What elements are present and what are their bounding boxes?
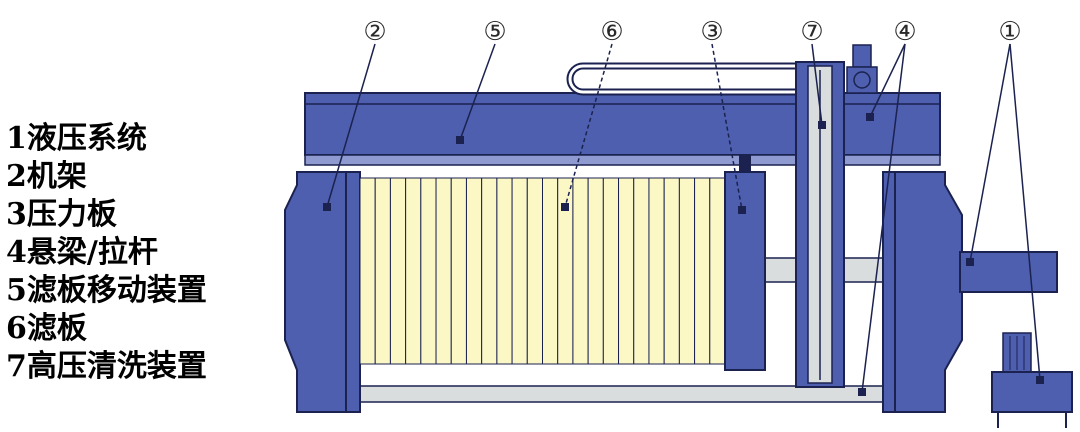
callout-5: ⑤ — [483, 17, 506, 47]
legend-item-hydraulic-system: 1液压系统 — [6, 121, 147, 156]
component-legend: 1液压系统 2机架 3压力板 4悬梁/拉杆 5滤板移动装置 6滤板 7高压清洗装… — [6, 120, 276, 386]
filter-plate — [465, 177, 483, 365]
filter-plate — [511, 177, 528, 365]
callout-4: ④ — [893, 17, 916, 47]
callout-3: ③ — [700, 17, 723, 47]
callout-2: ② — [363, 17, 386, 47]
filter-plate — [450, 177, 467, 365]
pressure-plate — [724, 171, 766, 371]
top-beam-underside — [304, 154, 941, 166]
callout-6: ⑥ — [600, 17, 623, 47]
legend-item-pressure-plate: 3压力板 — [6, 197, 117, 232]
filter-plate-stack — [359, 177, 726, 365]
hydraulic-station-tank — [991, 371, 1073, 413]
leader-lines — [326, 43, 1041, 393]
filter-plate — [435, 177, 452, 365]
filter-plate — [678, 177, 696, 365]
callout-1: ① — [998, 17, 1021, 47]
filter-plate — [633, 177, 650, 365]
filter-plate — [572, 177, 589, 365]
filter-plate — [496, 177, 513, 365]
left-end-frame — [284, 171, 349, 413]
filter-plate — [481, 177, 498, 365]
legend-item-filter-plates: 6滤板 — [6, 311, 87, 346]
legend-item-frame: 2机架 — [6, 159, 87, 194]
filter-plate — [359, 177, 376, 365]
hydraulic-cylinder — [959, 251, 1058, 293]
filter-plate — [648, 177, 665, 365]
pressure-plate-lug — [739, 155, 751, 172]
legend-item-plate-shifter: 5滤板移动装置 — [6, 273, 207, 308]
filter-plate — [587, 177, 604, 365]
lower-tie-rod — [299, 385, 891, 403]
callout-7: ⑦ — [800, 17, 823, 47]
filter-plate — [526, 177, 543, 365]
top-motor — [846, 66, 878, 94]
filter-plate — [389, 177, 407, 365]
left-head-plate — [345, 171, 361, 413]
filter-plate — [663, 177, 680, 365]
filter-plate — [694, 177, 711, 365]
top-motor-fins — [852, 44, 872, 68]
right-end-frame — [882, 171, 963, 413]
filter-plate — [405, 177, 422, 365]
filter-plate — [420, 177, 437, 365]
callout-numbers: ② ⑤ ⑥ ③ ⑦ ④ ① — [363, 17, 1021, 47]
legend-item-washing-device: 7高压清洗装置 — [6, 349, 207, 384]
filter-plate — [709, 177, 726, 365]
filter-plate — [542, 177, 559, 365]
filter-plate — [618, 177, 635, 365]
legend-item-beam-tie-rod: 4悬梁/拉杆 — [6, 235, 158, 270]
filter-plate — [374, 177, 391, 365]
hydraulic-hose-loop — [566, 62, 800, 96]
filter-plate — [602, 177, 620, 365]
